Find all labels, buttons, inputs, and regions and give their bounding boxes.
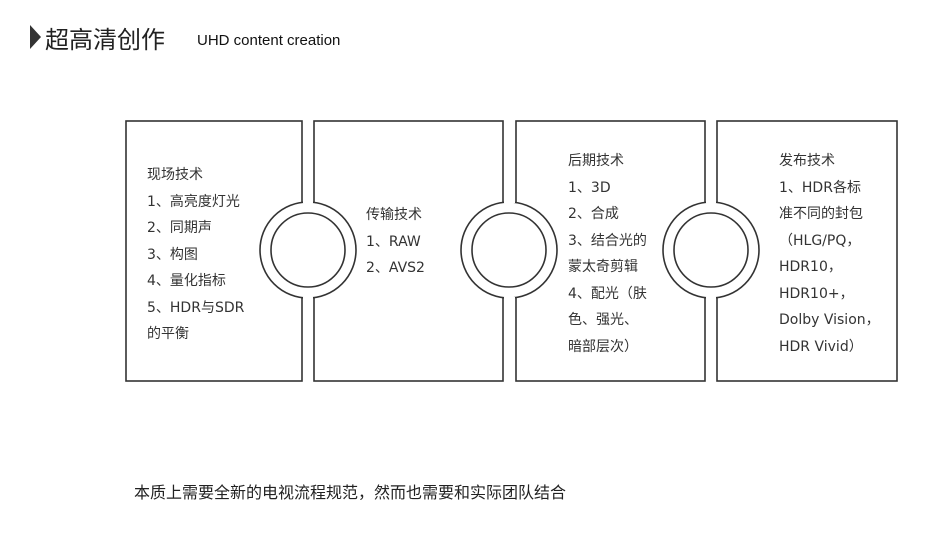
stage-heading: 后期技术 [568,153,624,169]
connector-ring-inner-3 [673,212,749,288]
stage-text-4: 发布技术 1、HDR各标准不同的封包 （HLG/PQ， HDR10， HDR10+， Do… [779,148,880,360]
stage-line: （HLG/PQ， [779,232,861,249]
stage-line: 4、量化指标 [147,273,226,289]
triangle-right-icon [30,25,41,49]
stage-heading: 现场技术 [147,167,203,183]
stage-heading: 传输技术 [366,207,422,223]
stage-line: 4、配光（肤 [568,285,647,302]
page-title: 超高清创作 [45,26,165,54]
stage-text-2: 传输技术 1、RAW 2、AVS2 [366,202,425,282]
stage-line: 1、RAW [366,233,421,250]
stage-text-1: 现场技术 1、高亮度灯光 2、同期声 3、构图 4、量化指标 5、HDR与SDR 的平衡 [147,162,244,348]
stage-line: 2、AVS2 [366,260,425,276]
stage-line: 2、合成 [568,206,619,222]
stage-heading: 发布技术 [779,153,835,169]
stage-line: 2、同期声 [147,220,212,236]
connector-ring-inner-2 [471,212,547,288]
connector-ring-inner-1 [270,212,346,288]
stage-line: HDR Vivid） [779,338,863,355]
stage-line: 蒙太奇剪辑 [568,259,638,275]
page-subtitle: UHD content creation [197,32,341,49]
stage-text-3: 后期技术 1、3D 2、合成 3、结合光的蒙太奇剪辑 4、配光（肤色、强光、暗部层次） [568,148,647,360]
stage-line: 3、构图 [147,246,198,263]
stage-line: 3、结合光的 [568,232,647,249]
stage-line: 暗部层次） [568,338,638,355]
stage-line: 色、强光、 [568,312,638,328]
stage-line: 1、HDR各标 [779,179,861,196]
stage-line: 1、高亮度灯光 [147,193,240,210]
stage-line: Dolby Vision， [779,312,880,328]
stage-line: 准不同的封包 [779,206,863,222]
stage-line: HDR10， [779,259,842,275]
stage-line: HDR10+， [779,285,854,302]
stage-line: 的平衡 [147,326,189,342]
footer-note: 本质上需要全新的电视流程规范，然而也需要和实际团队结合 [134,483,567,502]
stage-line: 1、3D [568,179,611,196]
stage-line: 5、HDR与SDR [147,299,245,316]
